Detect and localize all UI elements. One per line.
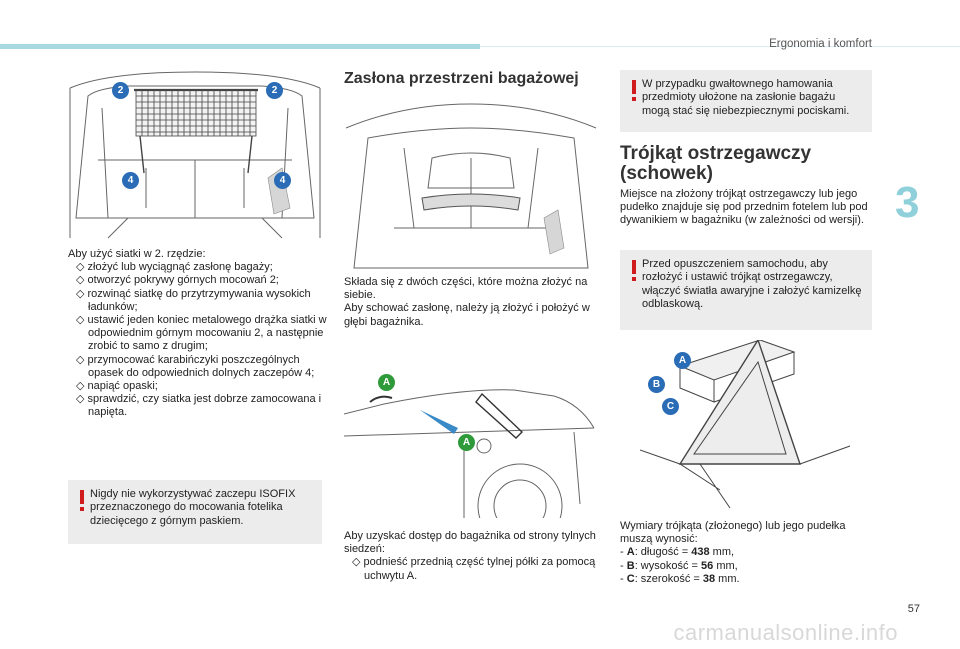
marker-2-left: 2 bbox=[112, 82, 129, 99]
warning-triangle-illustration: A B C bbox=[639, 338, 872, 510]
page-number: 57 bbox=[907, 603, 920, 615]
dimensions-intro: Wymiary trójkąta (złożonego) lub jego pu… bbox=[620, 520, 846, 546]
warning-exclamation-icon bbox=[632, 80, 636, 101]
marker-b: B bbox=[648, 376, 665, 393]
list-item: ◇ otworzyć pokrywy górnych mocowań 2; bbox=[76, 274, 279, 287]
list-item: ◇ sprawdzić, czy siatka jest dobrze zamo… bbox=[76, 393, 322, 419]
list-item: ◇ przymocować karabińczyki poszczególnyc… bbox=[76, 353, 315, 379]
dimension-b: - B: wysokość = 56 mm, bbox=[620, 559, 738, 572]
list-item: ◇ napiąć opaski; bbox=[76, 380, 158, 393]
trunk-net-illustration: 2 2 4 4 bbox=[68, 68, 322, 240]
header-accent-bar bbox=[0, 44, 480, 49]
title-line-2: (schowek) bbox=[620, 163, 713, 184]
marker-a-upper: A bbox=[378, 374, 395, 391]
list-item: ◇ ustawić jeden koniec metalowego drążka… bbox=[76, 314, 327, 353]
luggage-cover-title: Zasłona przestrzeni bagażowej bbox=[344, 70, 579, 87]
marker-a: A bbox=[674, 352, 691, 369]
list-item: ◇ podnieść przednią część tylnej półki z… bbox=[352, 556, 596, 582]
section-title: Ergonomia i komfort bbox=[769, 38, 872, 50]
isofix-warning-box: Nigdy nie wykorzystywać zaczepu ISOFIX p… bbox=[68, 480, 322, 544]
dimension-c: - C: szerokość = 38 mm. bbox=[620, 572, 740, 585]
list-item: ◇ złożyć lub wyciągnąć zasłonę bagaży; bbox=[76, 261, 273, 274]
cover-paragraph-1: Składa się z dwóch części, które można z… bbox=[344, 276, 588, 302]
title-line-1: Trójkąt ostrzegawczy bbox=[620, 143, 812, 164]
exit-warning-text: Przed opuszczeniem samochodu, aby rozłoż… bbox=[642, 258, 862, 311]
triangle-location-text: Miejsce na złożony trójkąt ostrzegawczy … bbox=[620, 188, 868, 227]
exit-warning-box: Przed opuszczeniem samochodu, aby rozłoż… bbox=[620, 250, 872, 330]
cover-description: Składa się z dwóch części, które można z… bbox=[344, 276, 606, 329]
triangle-dimensions: Wymiary trójkąta (złożonego) lub jego pu… bbox=[620, 520, 876, 586]
marker-c: C bbox=[662, 398, 679, 415]
net-intro: Aby użyć siatki w 2. rzędzie: bbox=[68, 248, 206, 260]
dimension-a: - A: długość = 438 mm, bbox=[620, 546, 735, 559]
marker-2-right: 2 bbox=[266, 82, 283, 99]
watermark: carmanualsonline.info bbox=[673, 620, 898, 645]
luggage-cover-illustration bbox=[344, 98, 598, 270]
marker-a-lower: A bbox=[458, 434, 475, 451]
isofix-warning-text: Nigdy nie wykorzystywać zaczepu ISOFIX p… bbox=[90, 488, 296, 527]
chapter-number: 3 bbox=[895, 178, 920, 227]
warning-exclamation-icon bbox=[80, 490, 84, 511]
braking-warning-box: W przypadku gwałtownego hamowania przedm… bbox=[620, 70, 872, 132]
shelf-intro: Aby uzyskać dostęp do bagażnika od stron… bbox=[344, 530, 596, 556]
braking-warning-text: W przypadku gwałtownego hamowania przedm… bbox=[642, 78, 850, 117]
marker-4-left: 4 bbox=[122, 172, 139, 189]
shelf-instructions: Aby uzyskać dostęp do bagażnika od stron… bbox=[344, 530, 606, 583]
marker-4-right: 4 bbox=[274, 172, 291, 189]
cover-paragraph-2: Aby schować zasłonę, należy ją złożyć i … bbox=[344, 302, 590, 328]
list-item: ◇ rozwinąć siatkę do przytrzymywania wys… bbox=[76, 287, 311, 313]
warning-exclamation-icon bbox=[632, 260, 636, 281]
warning-triangle-title: Trójkąt ostrzegawczy (schowek) bbox=[620, 144, 811, 184]
net-instructions: Aby użyć siatki w 2. rzędzie: ◇ złożyć l… bbox=[68, 248, 330, 420]
header-divider bbox=[480, 46, 960, 47]
rear-shelf-illustration: A A bbox=[343, 354, 598, 549]
